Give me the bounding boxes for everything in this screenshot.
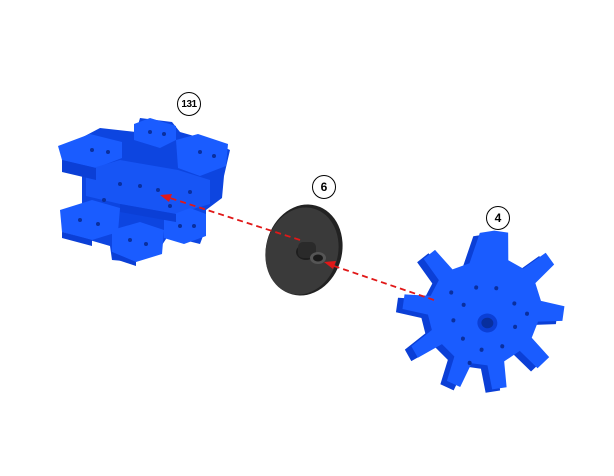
- disc-part: [255, 196, 352, 305]
- part-label-gear: 4: [486, 206, 510, 230]
- block-part: [58, 118, 230, 266]
- assembly-line-gear-to-disc: [334, 266, 434, 300]
- part-label-disc: 6: [312, 175, 336, 199]
- gear-part: [386, 219, 573, 404]
- part-label-block: 131: [177, 92, 201, 116]
